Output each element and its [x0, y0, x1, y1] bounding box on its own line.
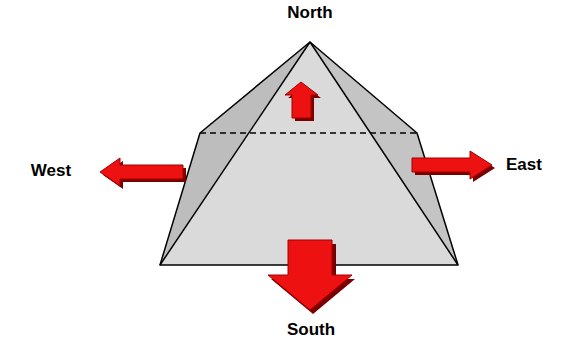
- front-face: [160, 42, 458, 265]
- direction-label: North: [287, 4, 332, 23]
- west-arrow: [100, 158, 183, 186]
- east-arrow: [412, 151, 492, 179]
- pyramid-outline: [160, 42, 458, 265]
- direction-label: South: [287, 321, 335, 340]
- north-arrow: [285, 82, 318, 118]
- edge-line: [160, 42, 310, 265]
- direction-label: West: [31, 162, 71, 181]
- edge-line: [310, 42, 458, 265]
- dashed-line: [200, 132, 417, 134]
- direction-label: East: [506, 156, 542, 175]
- south-arrow: [268, 240, 352, 310]
